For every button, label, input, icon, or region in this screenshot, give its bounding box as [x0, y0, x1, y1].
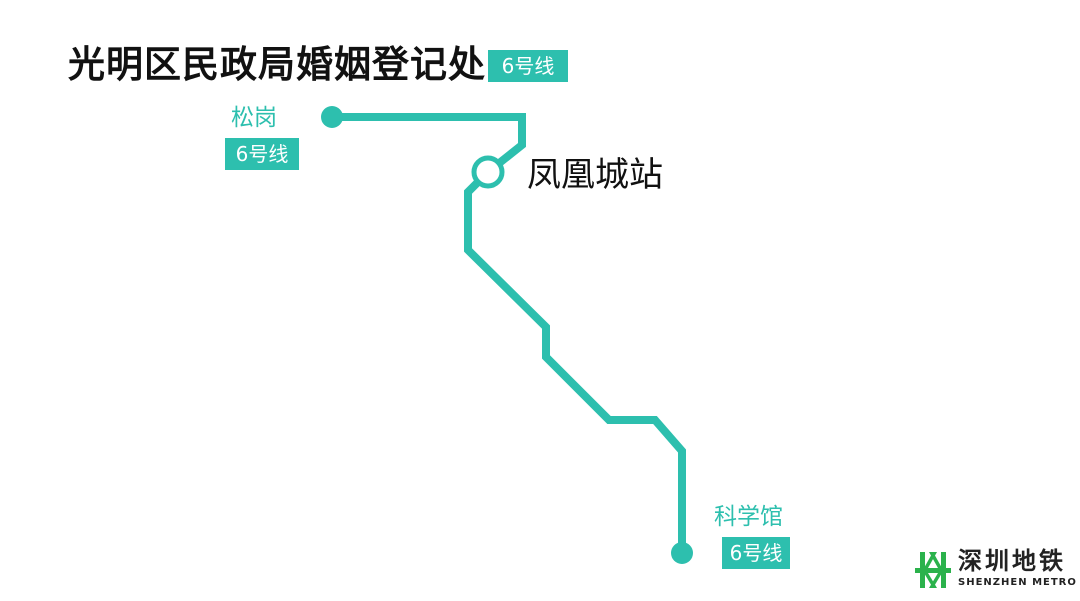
station-label-songgang: 松岗 — [231, 105, 277, 131]
station-label-kexueguan: 科学馆 — [714, 504, 783, 530]
station-dot-kexueguan[interactable] — [671, 542, 693, 564]
shenzhen-metro-logo-icon — [915, 552, 951, 588]
shenzhen-metro-logo: 深圳地铁 SHENZHEN METRO — [912, 547, 1076, 593]
kexueguan-line-badge: 6号线 — [722, 537, 790, 569]
station-marker-current[interactable] — [471, 155, 505, 189]
line-6-route — [332, 113, 686, 553]
current-station-label: 凤凰城站 — [527, 155, 663, 195]
logo-chinese-text: 深圳地铁 — [958, 547, 1066, 575]
station-dot-songgang[interactable] — [321, 106, 343, 128]
songgang-line-badge: 6号线 — [225, 138, 299, 170]
page-title: 光明区民政局婚姻登记处 — [68, 43, 486, 86]
logo-english-text: SHENZHEN METRO — [958, 577, 1077, 588]
title-line-badge: 6号线 — [488, 50, 568, 82]
